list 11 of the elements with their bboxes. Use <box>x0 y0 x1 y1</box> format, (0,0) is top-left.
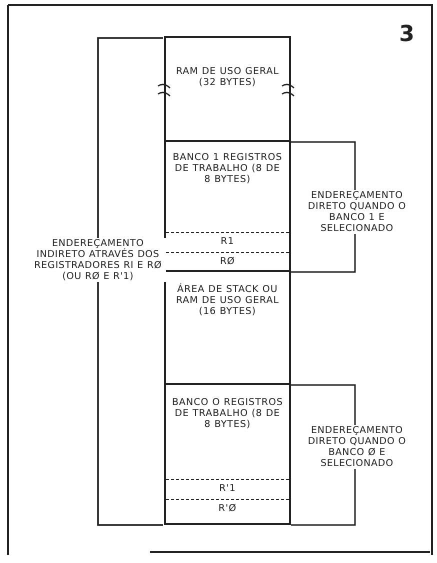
block-label: RAM DE USO GERAL (32 BYTES) <box>174 66 280 88</box>
register-bank-block <box>164 385 291 525</box>
memory-block <box>164 36 291 142</box>
memory-block <box>164 272 291 385</box>
register-label: R'1 <box>218 483 237 494</box>
register-label: R'Ø <box>217 503 238 514</box>
register-label: R1 <box>220 236 236 247</box>
register-label: RØ <box>218 256 236 267</box>
block-label: ÁREA DE STACK OU RAM DE USO GERAL (16 BYTES) <box>174 284 280 317</box>
block-label: BANCO 1 REGISTROS DE TRABALHO (8 DE 8 BYTES) <box>172 152 284 185</box>
block-label: BANCO O REGISTROS DE TRABALHO (8 DE 8 BYTES) <box>171 397 284 430</box>
